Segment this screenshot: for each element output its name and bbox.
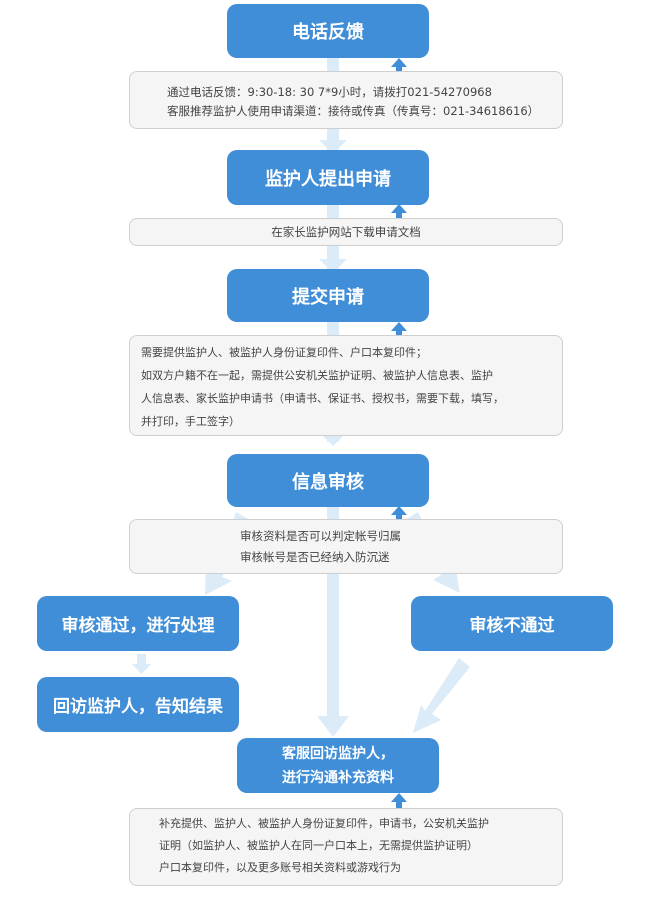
step-cs-revisit-line-1: 客服回访监护人， — [282, 745, 394, 762]
note-supplement: 补充提供、监护人、被监护人身份证复印件，申请书，公安机关监护 证明（如监护人、被… — [129, 808, 563, 886]
step-review-pass-label: 审核通过，进行处理 — [61, 616, 215, 636]
up-arrow-1-head — [391, 58, 407, 67]
note-supplement-line-3: 户口本复印件，以及更多账号相关资料或游戏行为 — [159, 861, 401, 874]
pass-to-revisit-arrow — [137, 654, 146, 666]
up-arrow-2-head — [391, 204, 407, 213]
step-submit-apply: 提交申请 — [227, 269, 429, 322]
step-cs-revisit: 客服回访监护人， 进行沟通补充资料 — [237, 738, 439, 793]
note-download: 在家长监护网站下载申请文档 — [129, 218, 563, 246]
step-info-review: 信息审核 — [227, 454, 429, 507]
step-review-pass: 审核通过，进行处理 — [37, 596, 239, 651]
note-review-line-1: 审核资料是否可以判定帐号归属 — [240, 529, 401, 543]
step-revisit-guardian: 回访监护人，告知结果 — [37, 677, 239, 732]
step-guardian-apply: 监护人提出申请 — [227, 150, 429, 205]
note-review: 审核资料是否可以判定帐号归属 审核帐号是否已经纳入防沉迷 — [129, 519, 563, 574]
step-info-review-label: 信息审核 — [292, 471, 364, 493]
up-arrow-4-head — [391, 506, 407, 515]
note-supplement-line-1: 补充提供、监护人、被监护人身份证复印件，申请书，公安机关监护 — [159, 817, 489, 830]
trunk-arrow-4-head — [317, 716, 349, 737]
step-guardian-apply-label: 监护人提出申请 — [265, 168, 391, 190]
note-submit-line-4: 并打印，手工签字） — [141, 415, 240, 428]
step-phone-feedback-label: 电话反馈 — [292, 22, 364, 43]
note-phone-line-2: 客服推荐监护人使用申请渠道：接待或传真（传真号：021-34618616） — [167, 104, 540, 118]
step-review-fail-label: 审核不通过 — [469, 616, 555, 636]
up-arrow-5-stem — [396, 801, 402, 812]
up-arrow-3-head — [391, 322, 407, 331]
note-phone: 通过电话反馈：9:30-18: 30 7*9小时，请拨打021-54270968… — [129, 71, 563, 129]
note-submit-line-1: 需要提供监护人、被监护人身份证复印件、户口本复印件； — [141, 346, 427, 359]
step-phone-feedback: 电话反馈 — [227, 4, 429, 58]
note-submit: 需要提供监护人、被监护人身份证复印件、户口本复印件； 如双方户籍不在一起，需提供… — [129, 335, 563, 436]
note-phone-line-1: 通过电话反馈：9:30-18: 30 7*9小时，请拨打021-54270968 — [167, 85, 492, 99]
step-review-fail: 审核不通过 — [411, 596, 613, 651]
diagonal-arrow-fail-to-cs — [413, 658, 470, 733]
note-submit-line-2: 如双方户籍不在一起，需提供公安机关监护证明、被监护人信息表、监护 — [141, 369, 493, 382]
up-arrow-2-stem — [396, 212, 402, 223]
note-submit-line-3: 人信息表、家长监护申请书（申请书、保证书、授权书，需要下载，填写， — [141, 392, 504, 405]
trunk-arrow-1-head — [319, 140, 347, 154]
step-submit-apply-label: 提交申请 — [292, 286, 364, 308]
trunk-arrow-2-head — [319, 259, 347, 273]
note-download-line: 在家长监护网站下载申请文档 — [271, 225, 421, 239]
note-review-line-2: 审核帐号是否已经纳入防沉迷 — [240, 550, 390, 564]
up-arrow-5-head — [391, 793, 407, 802]
pass-to-revisit-arrow-head — [132, 664, 151, 674]
note-supplement-line-2: 证明（如监护人、被监护人在同一户口本上，无需提供监护证明） — [159, 839, 478, 852]
step-cs-revisit-line-2: 进行沟通补充资料 — [282, 769, 394, 786]
step-revisit-guardian-label: 回访监护人，告知结果 — [53, 697, 223, 717]
